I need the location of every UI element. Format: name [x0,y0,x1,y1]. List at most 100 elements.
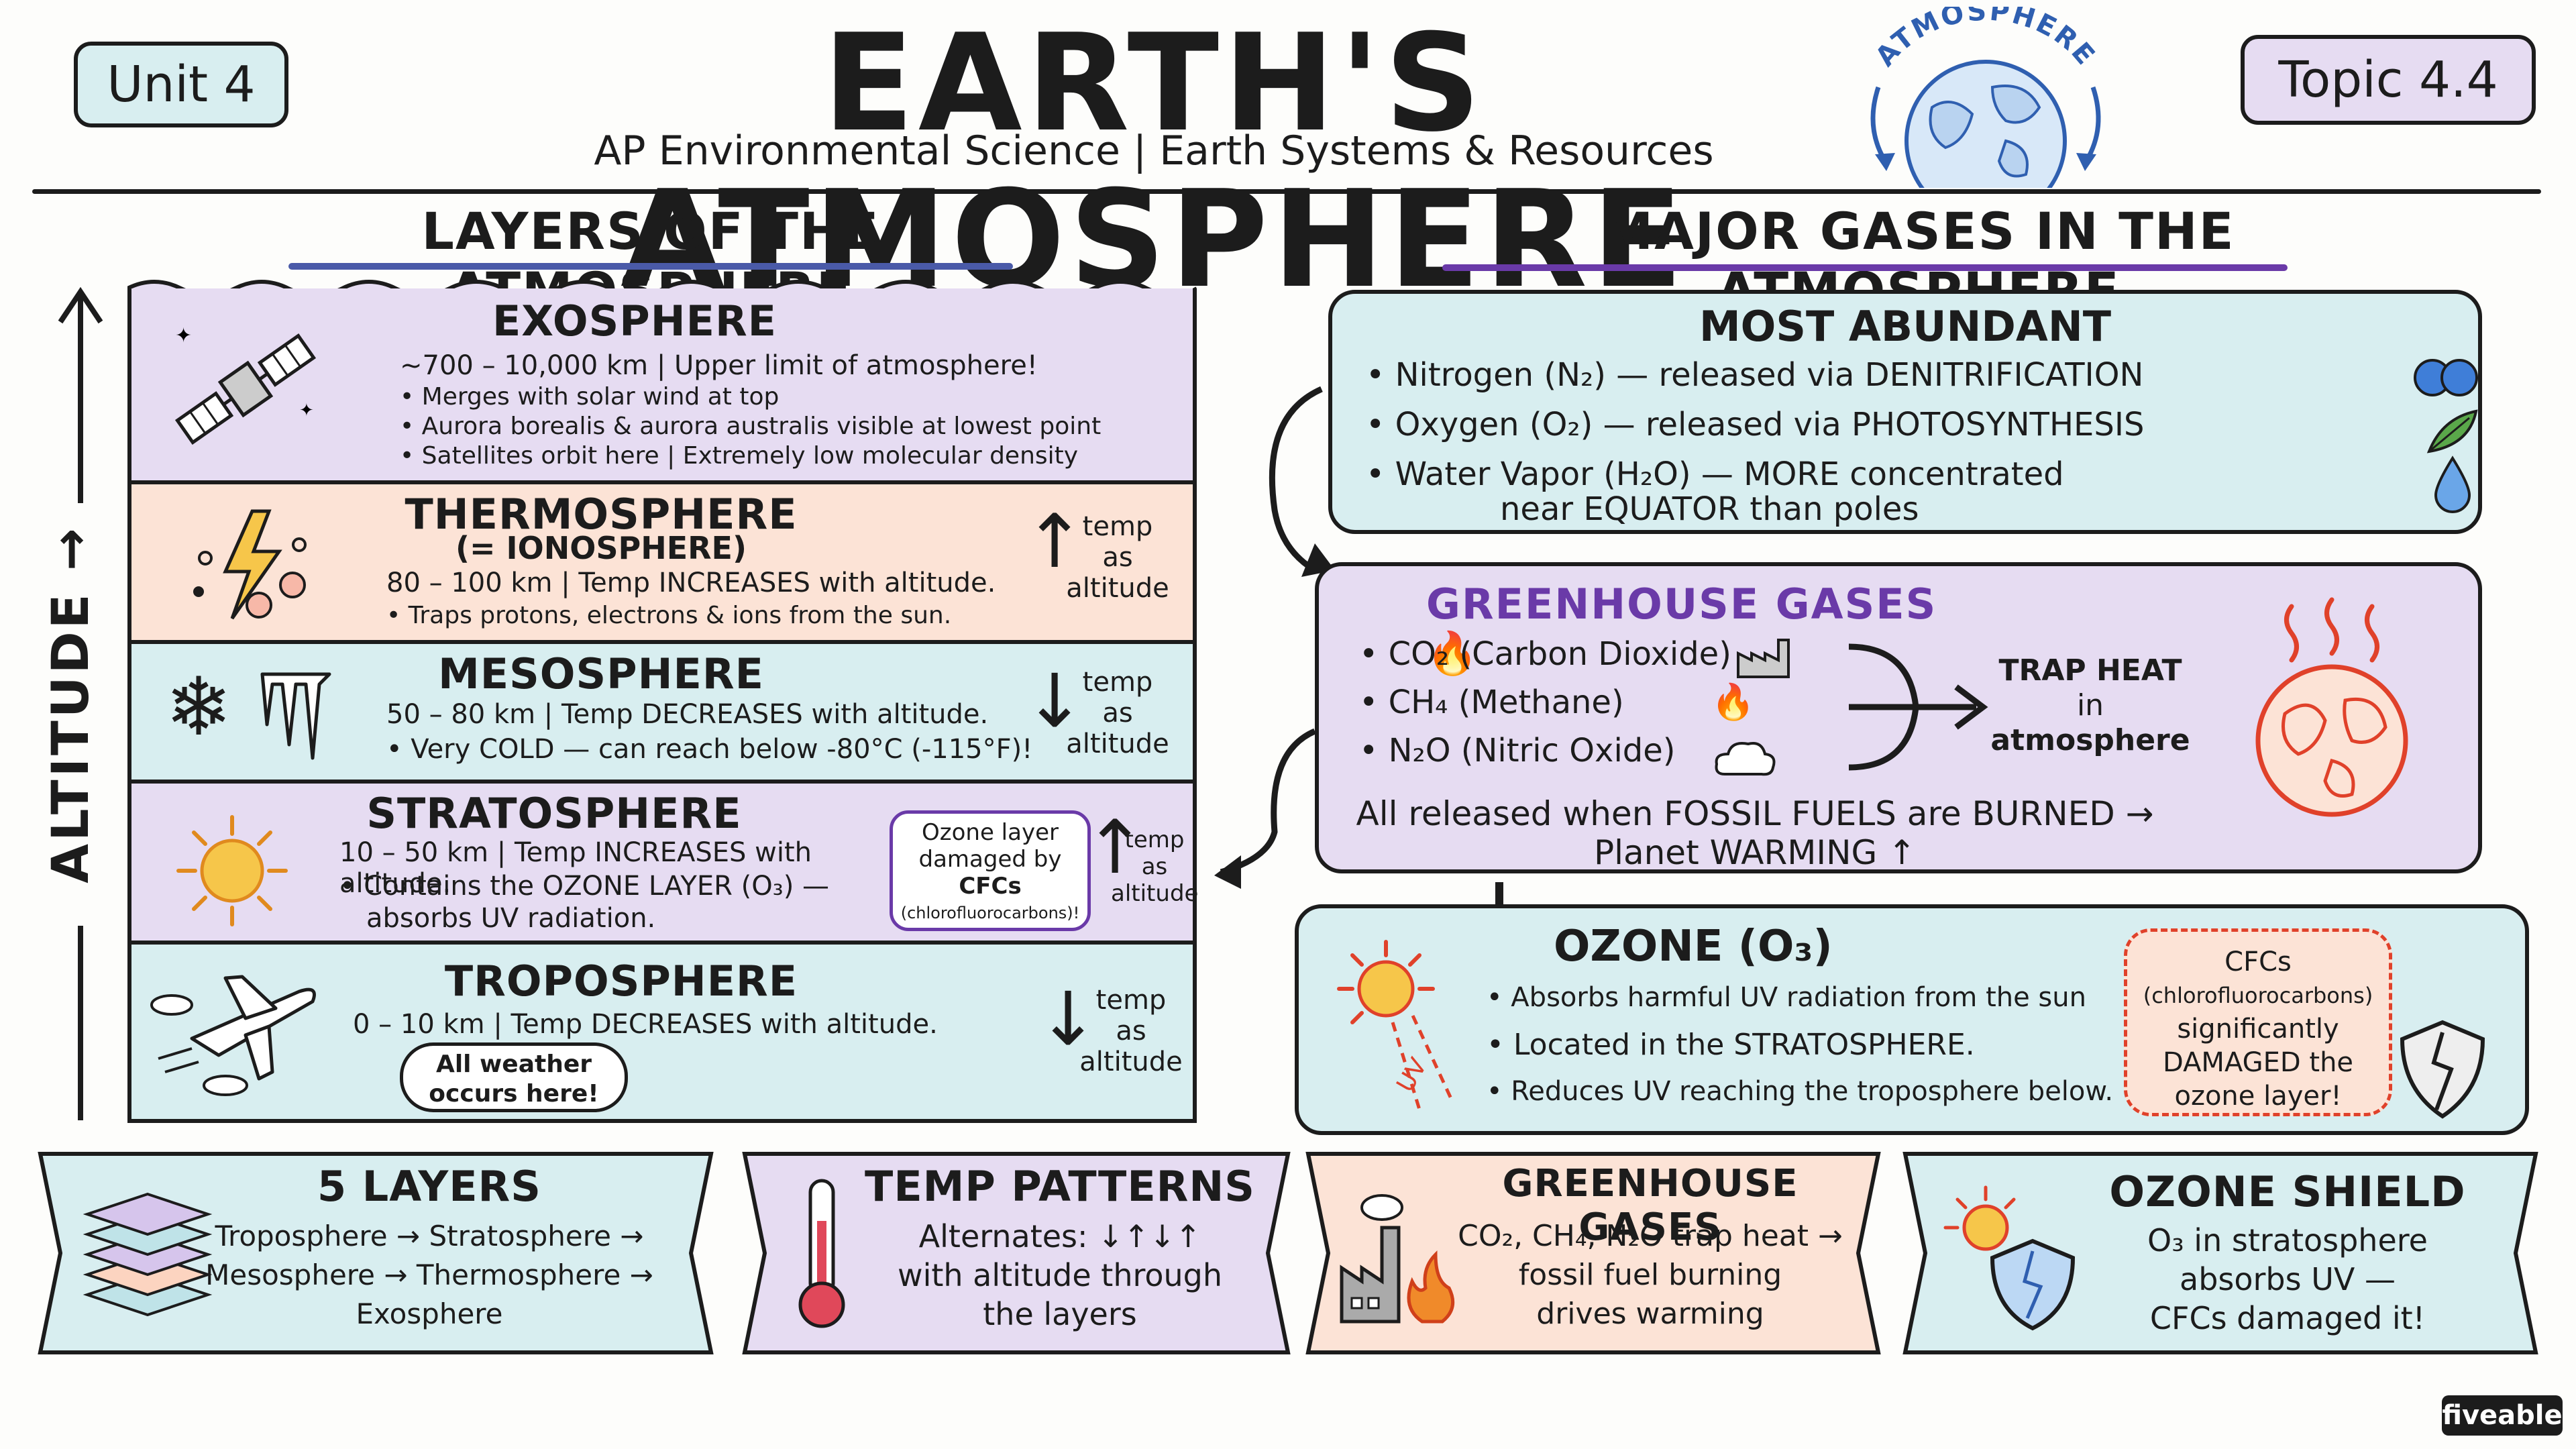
flame-small-icon: 🔥 [1711,682,1755,722]
stratosphere-temp-arrow: ↑ [1084,804,1146,890]
mesosphere-line-2: • Very COLD — can reach below -80°C (-11… [386,734,1033,765]
header-divider [32,189,2541,194]
sun-shield-icon [1939,1181,2086,1335]
exosphere-line-2: • Merges with solar wind at top [400,383,780,411]
summary-temp-title: TEMP PATTERNS [865,1162,1255,1211]
ozone-sun-icon: UV [1319,935,1466,1123]
ozone-item-3: • Reduces UV reaching the troposphere be… [1487,1076,2114,1107]
satellite-icon: ✦ ✦ [165,315,326,463]
mesosphere-line-1: 50 – 80 km | Temp DECREASES with altitud… [386,699,989,730]
factory-small-icon [1735,633,1795,680]
summary-card-layers: 5 LAYERS Troposphere → Stratosphere →Mes… [34,1147,718,1359]
troposphere-temp-arrow: ↓ [1037,976,1099,1062]
gases-heading-underline [1442,264,2288,271]
summary-layers-body: Troposphere → Stratosphere →Mesosphere →… [205,1220,653,1330]
page-subtitle: AP Environmental Science | Earth Systems… [594,127,1714,174]
stratosphere-line-2: • Contains the OZONE LAYER (O₃) — [339,871,830,902]
topic-badge: Topic 4.4 [2241,35,2536,125]
airplane-icon [145,965,333,1099]
ghg-ch4: • CH₄ (Methane) [1359,684,1624,721]
layers-heading-underline [288,263,1013,270]
cloud-small-icon [1711,734,1778,781]
gas-water-vapor-2: near EQUATOR than poles [1500,490,1919,528]
summary-ozone-title: OZONE SHIELD [2109,1167,2466,1216]
nitrogen-molecule-icon [2412,354,2479,401]
gas-nitrogen: • Nitrogen (N₂) — released via DENITRIFI… [1366,356,2144,394]
greenhouse-title: GREENHOUSE GASES 🔥 [1426,580,1937,678]
stratosphere-line-1: 10 – 50 km | Temp INCREASES with altitud… [339,837,812,899]
hot-earth-icon [2218,593,2446,821]
stacked-layers-icon [80,1187,215,1322]
mesosphere-name: MESOSPHERE [438,649,764,698]
greenhouse-footer: All released when FOSSIL FUELS are BURNE… [1356,794,2154,872]
factory-fire-icon [1335,1187,1462,1335]
ghg-n2o: • N₂O (Nitric Oxide) [1359,732,1676,769]
layer-mesosphere: ❄ MESOSPHERE 50 – 80 km | Temp DECREASES… [127,644,1197,784]
svg-text:✦: ✦ [299,400,314,421]
ozone-item-2: • Located in the STRATOSPHERE. [1487,1028,1975,1062]
cracked-shield-icon [2392,1016,2493,1123]
unit-label: Unit 4 [107,56,256,113]
exosphere-line-1: ~700 – 10,000 km | Upper limit of atmosp… [400,350,1038,381]
thermosphere-line-1: 80 – 100 km | Temp INCREASES with altitu… [386,568,996,598]
troposphere-name: TROPOSPHERE [444,957,798,1006]
altitude-axis [40,282,121,1127]
thermosphere-alt-name: (= IONOSPHERE) [455,530,747,566]
thermosphere-line-2: • Traps protons, electrons & ions from t… [386,602,952,629]
ozone-callout: Ozone layer damaged by CFCs (chlorofluor… [890,810,1091,931]
ghg-co2: • CO₂ (Carbon Dioxide) [1359,635,1731,673]
svg-text:✦: ✦ [175,324,192,347]
snowflake-icon: ❄ [165,661,233,754]
gas-oxygen: • Oxygen (O₂) — released via PHOTOSYNTHE… [1366,406,2145,443]
unit-badge: Unit 4 [74,42,288,127]
exosphere-line-4: • Satellites orbit here | Extremely low … [400,442,1079,470]
summary-card-greenhouse: GREENHOUSE GASES CO₂, CH₄, N₂O trap heat… [1301,1147,1885,1359]
most-abundant-title: MOST ABUNDANT [1699,302,2112,351]
ozone-title: OZONE (O₃) [1554,922,1833,971]
ozone-panel: UV OZONE (O₃) • Absorbs harmful UV radia… [1295,904,2529,1135]
weather-callout: All weather occurs here! [400,1042,628,1112]
summary-layers-title: 5 LAYERS [317,1162,541,1211]
converge-arrow [1842,633,1996,781]
fire-icon: 🔥 [1426,629,1480,678]
water-drop-icon [2429,455,2476,515]
troposphere-line-1: 0 – 10 km | Temp DECREASES with altitude… [353,1009,938,1040]
lightning-ions-icon [178,504,326,632]
ozone-item-1: • Absorbs harmful UV radiation from the … [1487,982,2086,1013]
gas-water-vapor: • Water Vapor (H₂O) — MORE concentrated [1366,455,2064,493]
thermosphere-temp-arrow: ↑ [1024,498,1086,584]
layer-thermosphere: THERMOSPHERE (= IONOSPHERE) 80 – 100 km … [127,484,1197,644]
summary-greenhouse-body: CO₂, CH₄, N₂O trap heat →fossil fuel bur… [1458,1219,1843,1331]
summary-card-temp: TEMP PATTERNS Alternates: ↓↑↓↑with altit… [738,1147,1295,1359]
summary-greenhouse-title: GREENHOUSE GASES [1502,1162,1799,1249]
topic-label: Topic 4.4 [2278,51,2498,109]
cfc-burst: CFCs (chlorofluorocarbons) significantly… [2124,928,2392,1116]
most-abundant-panel: MOST ABUNDANT • Nitrogen (N₂) — released… [1328,290,2482,534]
greenhouse-panel: GREENHOUSE GASES 🔥 • CO₂ (Carbon Dioxide… [1315,562,2482,873]
layer-exosphere: ✦ ✦ EXOSPHERE ~700 – 10,000 km | Upper l… [127,288,1197,484]
icicles-icon [259,671,333,765]
leaf-icon [2422,405,2483,458]
trap-heat-text: TRAP HEAT in atmosphere [1990,653,2190,757]
stratosphere-line-3: absorbs UV radiation. [366,903,656,934]
exosphere-line-3: • Aurora borealis & aurora australis vis… [400,413,1102,440]
thermometer-icon [785,1174,859,1335]
altitude-label: ALTITUDE → [40,525,100,883]
layer-troposphere: TROPOSPHERE 0 – 10 km | Temp DECREASES w… [127,945,1197,1123]
mesosphere-temp-arrow: ↓ [1024,658,1086,744]
exosphere-name: EXOSPHERE [492,297,777,345]
layer-stratosphere: STRATOSPHERE 10 – 50 km | Temp INCREASES… [127,784,1199,945]
atmosphere-globe-icon: ATMOSPHERE [1825,0,2147,222]
uv-label: UV [1391,1053,1432,1097]
brand-logo: fiveable [2442,1395,2563,1436]
stratosphere-name: STRATOSPHERE [366,789,742,838]
thermosphere-name: THERMOSPHERE [405,490,798,539]
sun-icon [172,810,292,931]
